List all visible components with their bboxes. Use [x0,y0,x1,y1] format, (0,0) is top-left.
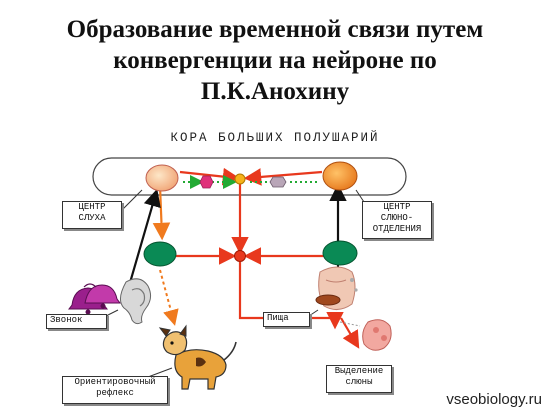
salivation-center-ellipse [322,161,358,191]
site-watermark: vseobiology.ru [446,391,542,408]
title-line-1: Образование временной связи путем [66,16,484,43]
hearing-center-ellipse [145,164,179,192]
salivation-center-label: ЦЕНТР СЛЮНО- ОТДЕЛЕНИЯ [362,201,432,239]
tongue-icon [315,266,358,310]
synapse-hexagon-left [199,175,214,189]
bell-label: Звонок [46,314,107,329]
hearing-label-leader [117,189,143,215]
bell-icon [68,283,121,315]
saliva-label: Выделение слюны [326,365,392,393]
hearing-center-label: ЦЕНТР СЛУХА [62,201,122,229]
orienting-reflex-label: Ориентировочный рефлекс [62,376,168,404]
orienting-reflex-label-line-1: Ориентировочный [74,377,156,387]
subcortical-convergent-neuron [234,250,246,262]
salivation-center-label-line-2: СЛЮНО- [380,213,414,223]
orienting-reflex-path [159,269,179,326]
bell-label-text: Звонок [50,315,83,325]
ear-icon [120,278,152,325]
salivation-output-path [340,317,360,349]
left-subcortical-nucleus [143,241,177,267]
salivation-center-label-line-1: ЦЕНТР [383,202,411,212]
synapse-hexagon-right [269,176,287,188]
cortex-band [92,157,407,196]
title-line-2: конвергенции на нейроне по [113,47,437,74]
right-subcortical-nucleus [322,240,358,266]
saliva-label-line-1: Выделение [334,366,384,376]
hearing-center-label-line-2: СЛУХА [78,213,106,223]
slide-title: Образование временной связи путем конвер… [0,14,550,107]
dog-icon [158,324,237,390]
hearing-center-label-line-1: ЦЕНТР [78,202,106,212]
orienting-reflex-label-line-2: рефлекс [96,388,134,398]
food-label: Пища [263,312,310,327]
title-line-3: П.К.Анохину [200,78,350,105]
food-label-text: Пища [267,313,289,323]
saliva-label-line-2: слюны [345,377,373,387]
salivary-gland-icon [339,319,392,351]
salivation-center-label-line-3: ОТДЕЛЕНИЯ [372,224,422,234]
cortex-label: КОРА БОЛЬШИХ ПОЛУШАРИЙ [170,131,380,145]
cortex-convergent-neuron [234,173,246,185]
salivation-to-cortex-neuron-path [243,168,323,186]
